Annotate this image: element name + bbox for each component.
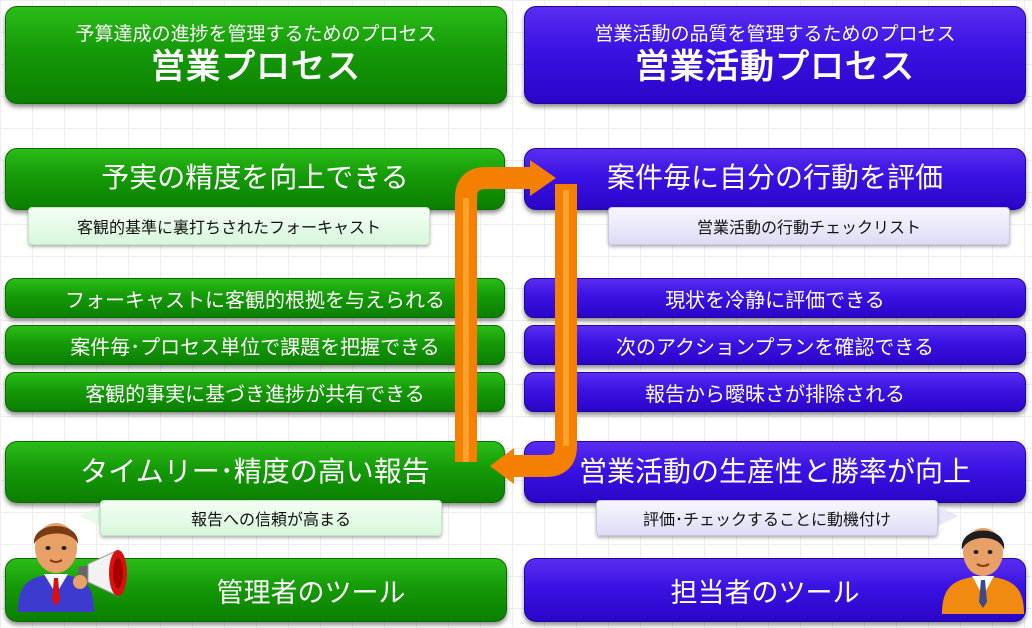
left-benefit-3-label: 客観的事実に基づき進捗が共有できる — [85, 381, 425, 406]
right-benefit-3: 報告から曖昧さが排除される — [524, 372, 1026, 412]
left-result-box: タイムリー･精度の高い報告 — [5, 441, 505, 503]
right-header: 営業活動の品質を管理するためのプロセス 営業活動プロセス — [524, 6, 1026, 104]
left-header-title: 営業プロセス — [151, 47, 361, 87]
right-result-box: 営業活動の生産性と勝率が向上 — [524, 441, 1026, 503]
salesperson-icon — [942, 528, 1024, 614]
left-result-note: 報告への信頼が高まる — [100, 500, 442, 536]
left-benefit-2-label: 案件毎･プロセス単位で課題を把握できる — [70, 334, 440, 359]
right-benefit-2-label: 次のアクションプランを確認できる — [616, 334, 934, 359]
right-benefit-3-label: 報告から曖昧さが排除される — [645, 381, 905, 406]
left-header-subtitle: 予算達成の進捗を管理するためのプロセス — [75, 23, 437, 45]
left-main-box: 予実の精度を向上できる — [5, 148, 505, 210]
left-main-note: 客観的基準に裏打ちされたフォーキャスト — [28, 207, 430, 245]
right-benefit-2: 次のアクションプランを確認できる — [524, 325, 1026, 365]
right-benefit-1-label: 現状を冷静に評価できる — [665, 287, 885, 312]
left-result-note-label: 報告への信頼が高まる — [190, 510, 351, 529]
left-result-label: タイムリー･精度の高い報告 — [80, 455, 430, 488]
right-main-note-label: 営業活動の行動チェックリスト — [696, 218, 921, 237]
right-header-subtitle: 営業活動の品質を管理するためのプロセス — [594, 23, 956, 45]
left-result-note-tail — [80, 505, 102, 527]
left-main-label: 予実の精度を向上できる — [101, 161, 409, 194]
right-result-note: 評価･チェックすることに動機付け — [596, 500, 938, 536]
right-tool-box: 担当者のツール — [524, 558, 1026, 622]
right-tool-label: 担当者のツール — [670, 577, 860, 609]
right-main-note: 営業活動の行動チェックリスト — [608, 207, 1010, 245]
right-result-note-tail — [936, 505, 958, 527]
right-main-box: 案件毎に自分の行動を評価 — [524, 148, 1026, 210]
right-benefit-1: 現状を冷静に評価できる — [524, 278, 1026, 318]
left-header: 予算達成の進捗を管理するためのプロセス 営業プロセス — [5, 6, 507, 104]
manager-megaphone-icon — [18, 523, 127, 612]
left-benefit-2: 案件毎･プロセス単位で課題を把握できる — [5, 325, 505, 365]
right-main-label: 案件毎に自分の行動を評価 — [606, 161, 943, 194]
left-benefit-3: 客観的事実に基づき進捗が共有できる — [5, 372, 505, 412]
left-tool-label: 管理者のツール — [216, 577, 406, 609]
left-main-note-label: 客観的基準に裏打ちされたフォーキャスト — [76, 218, 381, 237]
right-result-note-label: 評価･チェックすることに動機付け — [642, 510, 891, 529]
left-benefit-1: フォーキャストに客観的根拠を与えられる — [5, 278, 505, 318]
right-result-label: 営業活動の生産性と勝率が向上 — [578, 455, 971, 488]
right-header-title: 営業活動プロセス — [635, 47, 915, 87]
left-benefit-1-label: フォーキャストに客観的根拠を与えられる — [65, 287, 445, 312]
